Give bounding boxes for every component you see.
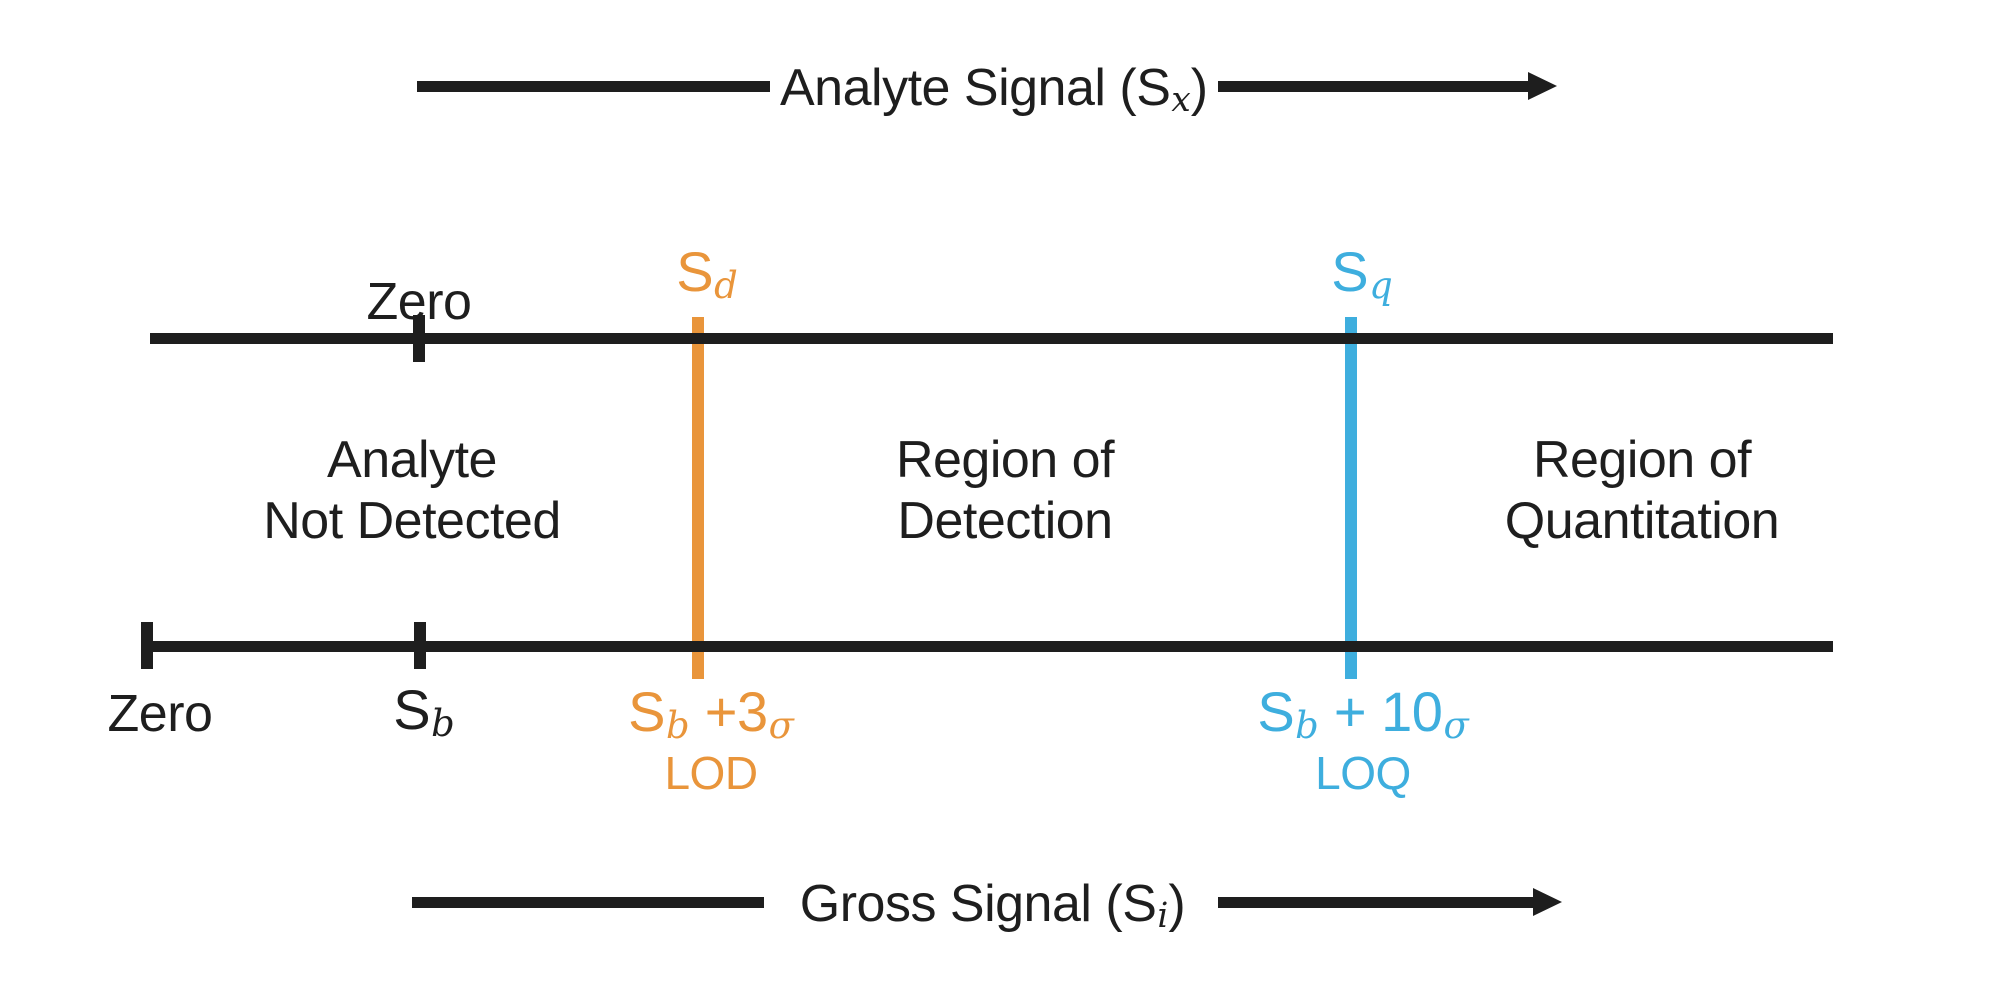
loq-abbreviation: LOQ [1315,747,1411,799]
top-arrow-right-arrowhead-icon [1528,72,1557,100]
loq-formula: Sb + 10σ [1188,684,1538,744]
region-of-quantitation-line1: Region of [1532,431,1752,489]
bottom-axis-zero-label: Zero [107,685,213,743]
top-axis-line [150,333,1833,344]
loq-formula-plus: + 10 [1318,680,1443,743]
loq-formula-b-subscript: b [1295,703,1319,747]
region-of-detection-line2: Detection [897,492,1113,551]
top-arrow-right-line [1218,81,1530,92]
lod-formula-base: S [628,680,666,743]
top-axis-zero-tick [413,315,425,362]
lod-formula: Sb +3σ [536,684,886,744]
top-axis-zero-label: Zero [366,273,472,331]
bottom-arrow-title-subscript: i [1157,896,1169,937]
sd-label: Sd [607,244,807,304]
region-of-quantitation: Region of Quantitation [1432,430,1852,553]
sd-label-subscript: d [714,263,738,307]
lod-formula-b-subscript: b [666,703,690,747]
top-arrow-title-subscript: x [1171,80,1191,121]
loq-formula-base: S [1257,680,1295,743]
top-arrow-title: Analyte Signal (Sx) [780,59,1208,117]
bottom-arrow-title: Gross Signal (Si) [790,875,1195,933]
bottom-arrow-title-suffix: ) [1168,875,1186,933]
region-analyte-not-detected-line2: Not Detected [263,492,561,551]
region-analyte-not-detected-line1: Analyte [327,431,497,489]
sd-label-base: S [676,240,714,303]
top-arrow-left-line [417,81,770,92]
bottom-arrow-right-line [1218,897,1535,908]
sq-label-subscript: q [1369,263,1393,307]
lod-label-group: Sb +3σ LOD [536,684,886,799]
loq-formula-sigma-subscript: σ [1443,703,1469,747]
lod-threshold-line [692,317,704,679]
region-of-quantitation-line2: Quantitation [1504,492,1780,551]
bottom-arrow-right-arrowhead-icon [1533,888,1562,916]
bottom-arrow-title-text: Gross Signal (S [799,875,1157,933]
sb-label-base: S [393,678,431,741]
bottom-axis-zero-tick [141,622,153,669]
bottom-axis-line [147,641,1833,652]
region-of-detection: Region of Detection [795,430,1215,553]
top-arrow-title-text: Analyte Signal (S [780,59,1171,117]
lod-formula-plus: +3 [689,680,768,743]
sq-label-base: S [1331,240,1369,303]
region-analyte-not-detected: Analyte Not Detected [202,430,622,553]
top-arrow-title-suffix: ) [1190,59,1208,117]
sb-label: Sb [324,682,524,742]
sb-label-subscript: b [431,701,455,745]
bottom-arrow-left-line [412,897,764,908]
region-of-detection-line1: Region of [895,431,1115,489]
lod-formula-sigma-subscript: σ [768,703,794,747]
lod-abbreviation: LOD [664,747,758,799]
sq-label: Sq [1262,244,1462,304]
loq-threshold-line [1345,317,1357,679]
bottom-axis-sb-tick [414,622,426,669]
loq-label-group: Sb + 10σ LOQ [1188,684,1538,799]
